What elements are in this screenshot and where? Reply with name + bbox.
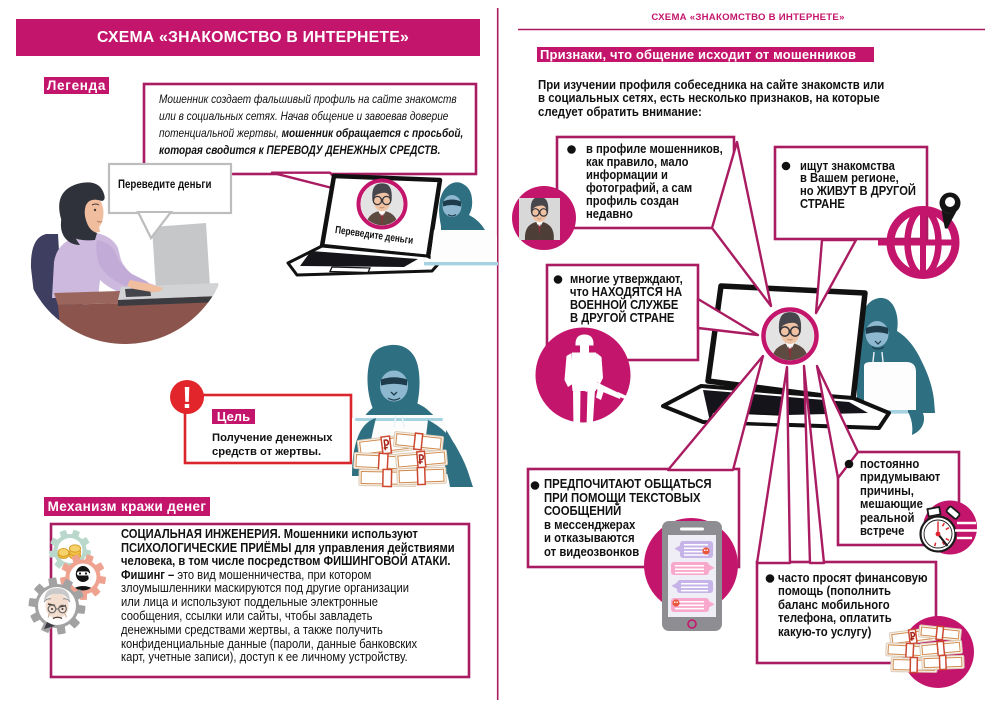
svg-text:!: ! [182, 380, 192, 415]
